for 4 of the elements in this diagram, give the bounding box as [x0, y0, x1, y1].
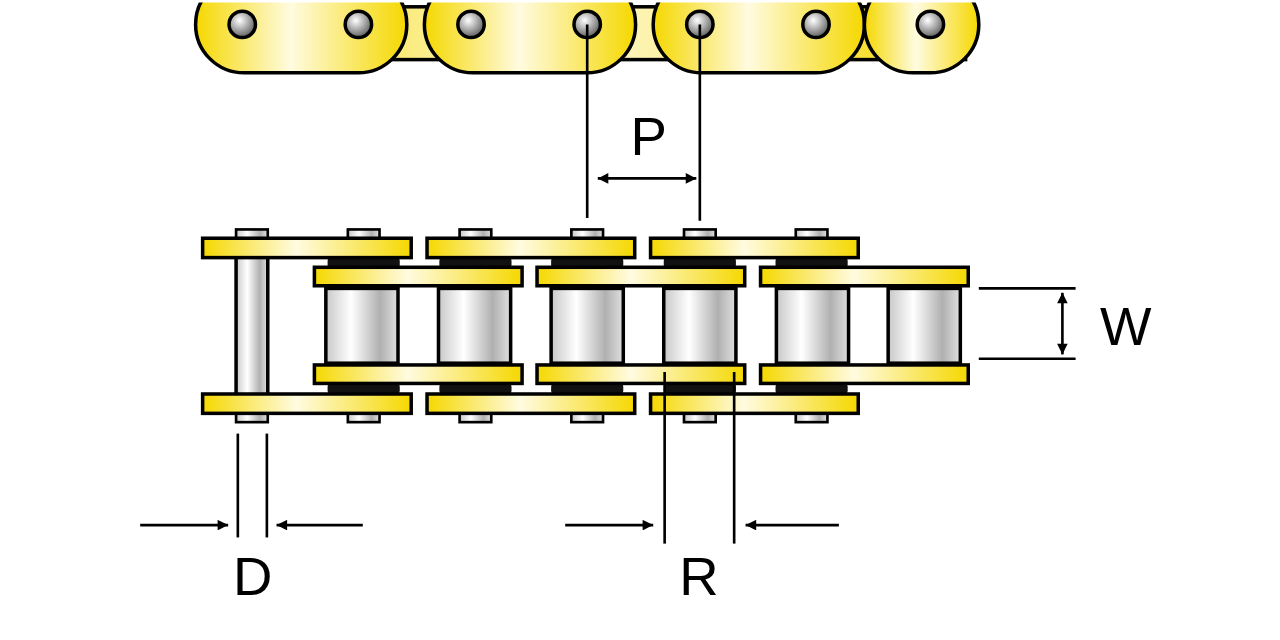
dimension-label: P [630, 108, 667, 164]
dimension-label: D [233, 548, 273, 604]
dimension-label: W [1100, 298, 1152, 354]
dimension-label: R [679, 548, 719, 604]
